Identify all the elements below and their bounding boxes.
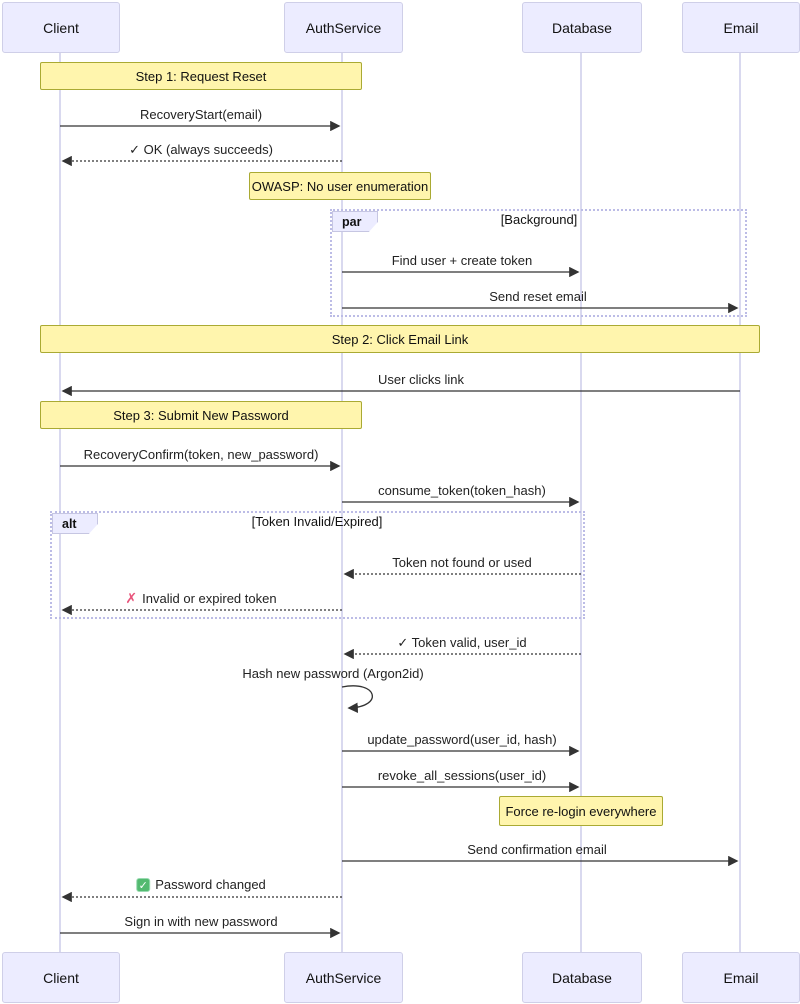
note-owasp: OWASP: No user enumeration	[249, 172, 431, 200]
actor-authservice-top: AuthService	[284, 2, 403, 53]
msg-find-user: Find user + create token	[392, 253, 533, 268]
msg-ok-always: ✓ OK (always succeeds)	[129, 142, 273, 158]
actor-authservice-label: AuthService	[305, 19, 382, 36]
msg-password-changed: ✓ Password changed	[136, 877, 266, 892]
actor-client-bottom: Client	[2, 952, 120, 1003]
alt-frame-guard: [Token Invalid/Expired]	[251, 514, 383, 529]
msg-token-not-found: Token not found or used	[392, 555, 532, 570]
msg-update-password: update_password(user_id, hash)	[367, 732, 556, 747]
msg-text: Password changed	[155, 877, 266, 892]
lifelines	[59, 51, 741, 952]
actor-authservice-label: AuthService	[305, 969, 382, 986]
msg-text: Send reset email	[489, 289, 587, 304]
actor-authservice-bottom: AuthService	[284, 952, 403, 1003]
msg-text: RecoveryConfirm(token, new_password)	[83, 447, 319, 462]
msg-invalid-token: ✗ Invalid or expired token	[125, 590, 276, 607]
msg-text: User clicks link	[378, 372, 464, 387]
arrow-hash-self-loop	[341, 685, 373, 713]
msg-revoke-sessions: revoke_all_sessions(user_id)	[378, 768, 546, 783]
note-step1: Step 1: Request Reset	[40, 62, 362, 90]
actor-email-label: Email	[723, 19, 759, 36]
msg-text: Hash new password (Argon2id)	[242, 666, 424, 681]
msg-recovery-confirm: RecoveryConfirm(token, new_password)	[84, 447, 319, 462]
actor-email-top: Email	[682, 2, 800, 53]
msg-send-reset-email: Send reset email	[489, 289, 587, 304]
actor-email-bottom: Email	[682, 952, 800, 1003]
msg-text: ✓ Token valid, user_id	[397, 635, 527, 650]
par-frame-guard: [Background]	[500, 212, 578, 227]
par-frame: par	[330, 209, 747, 317]
msg-text: Token not found or used	[392, 555, 532, 570]
msg-sign-in: Sign in with new password	[124, 914, 277, 929]
msg-send-confirmation: Send confirmation email	[467, 842, 606, 857]
message-arrows	[60, 120, 740, 939]
msg-user-clicks-link: User clicks link	[378, 372, 464, 387]
actor-database-bottom: Database	[522, 952, 642, 1003]
msg-text: ✓ OK (always succeeds)	[129, 142, 273, 157]
alt-frame: alt	[50, 511, 585, 619]
msg-text: update_password(user_id, hash)	[367, 732, 557, 747]
msg-text: Send confirmation email	[467, 842, 607, 857]
actor-client-label: Client	[43, 19, 79, 36]
note-step2: Step 2: Click Email Link	[40, 325, 760, 353]
msg-consume-token: consume_token(token_hash)	[378, 483, 546, 498]
actor-database-label: Database	[552, 969, 612, 986]
msg-text: Invalid or expired token	[142, 591, 277, 606]
msg-text: consume_token(token_hash)	[378, 483, 546, 498]
note-step3: Step 3: Submit New Password	[40, 401, 362, 429]
note-force-relogin: Force re-login everywhere	[499, 796, 663, 826]
actor-client-label: Client	[43, 969, 79, 986]
msg-token-valid: ✓ Token valid, user_id	[397, 635, 526, 651]
msg-hash-password: Hash new password (Argon2id)	[242, 666, 423, 681]
msg-text: Find user + create token	[391, 253, 533, 268]
msg-recovery-start: RecoveryStart(email)	[140, 107, 262, 122]
actor-database-top: Database	[522, 2, 642, 53]
check-icon: ✓	[136, 877, 151, 892]
msg-text: revoke_all_sessions(user_id)	[377, 768, 547, 783]
msg-text: Sign in with new password	[124, 914, 278, 929]
actor-client-top: Client	[2, 2, 120, 53]
alt-frame-label: alt	[52, 513, 98, 534]
cross-icon: ✗	[125, 590, 138, 606]
msg-text: RecoveryStart(email)	[139, 107, 263, 122]
actor-email-label: Email	[723, 969, 759, 986]
actor-database-label: Database	[552, 19, 612, 36]
par-frame-label: par	[332, 211, 378, 232]
